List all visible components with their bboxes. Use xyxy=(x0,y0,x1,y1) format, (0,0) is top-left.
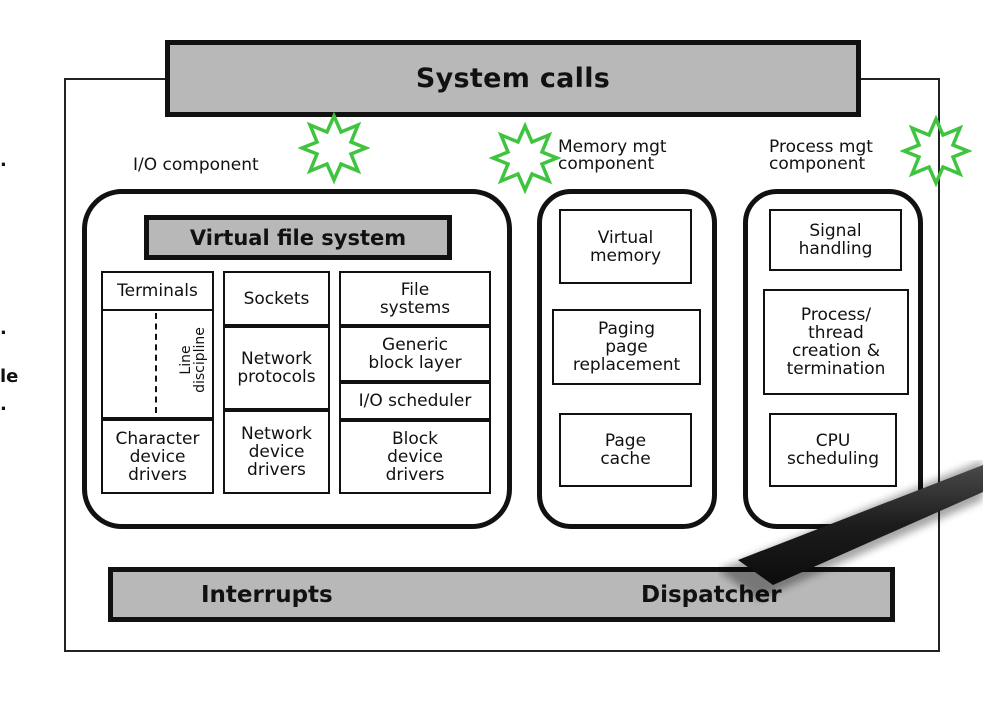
edge-mark: . xyxy=(0,318,7,339)
io-scheduler-box: I/O scheduler xyxy=(339,382,491,420)
io-component-label: I/O component xyxy=(133,155,259,175)
edge-mark: . xyxy=(0,150,7,171)
network-device-drivers-box: Network device drivers xyxy=(223,410,330,494)
line-discipline-box xyxy=(101,309,214,419)
terminals-box: Terminals xyxy=(101,271,214,311)
interrupts-label: Interrupts xyxy=(201,582,333,608)
system-calls-bar: System calls xyxy=(165,40,861,117)
dispatcher-label: Dispatcher xyxy=(641,582,782,608)
line-discipline-label: Line discipline xyxy=(178,327,208,393)
star-burst-icon xyxy=(489,122,561,194)
star-burst-icon xyxy=(298,112,370,184)
process-component-label: Process mgt component xyxy=(769,137,873,174)
interrupts-dispatcher-bar: Interrupts Dispatcher xyxy=(108,567,895,622)
line-discipline-divider xyxy=(155,313,157,413)
sockets-box: Sockets xyxy=(223,271,330,326)
virtual-memory-box: Virtual memory xyxy=(559,209,692,284)
edge-mark: le xyxy=(0,366,19,387)
signal-handling-box: Signal handling xyxy=(769,209,902,271)
edge-mark: . xyxy=(0,394,7,415)
block-device-drivers-box: Block device drivers xyxy=(339,420,491,494)
file-systems-box: File systems xyxy=(339,271,491,326)
memory-component-label: Memory mgt component xyxy=(558,137,667,174)
process-thread-box: Process/ thread creation & termination xyxy=(763,289,909,395)
paging-box: Paging page replacement xyxy=(552,309,701,385)
network-protocols-box: Network protocols xyxy=(223,326,330,410)
generic-block-layer-box: Generic block layer xyxy=(339,326,491,382)
vfs-bar: Virtual file system xyxy=(144,215,452,260)
character-device-drivers-box: Character device drivers xyxy=(101,419,214,494)
cpu-scheduling-box: CPU scheduling xyxy=(769,413,897,487)
star-burst-icon xyxy=(900,115,972,187)
page-cache-box: Page cache xyxy=(559,413,692,487)
